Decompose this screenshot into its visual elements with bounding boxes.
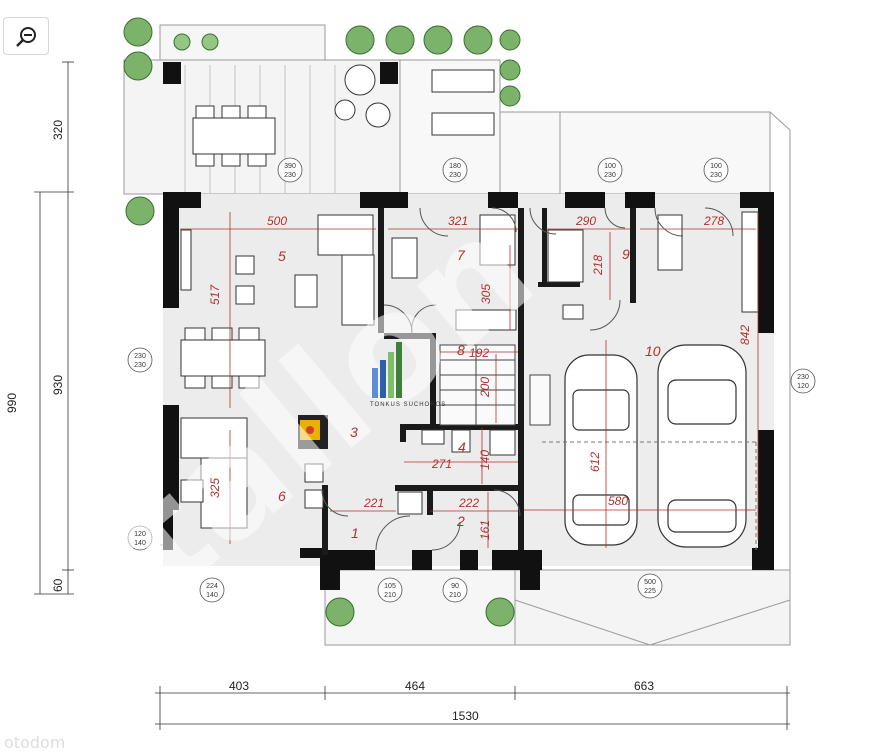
brand-logo xyxy=(372,342,402,398)
room-label: 2 xyxy=(456,513,465,529)
outer-dim-label: 930 xyxy=(51,375,65,395)
dim-label: 500 xyxy=(267,214,287,228)
bistro-set xyxy=(334,64,391,128)
dim-label: 222 xyxy=(458,496,479,510)
zoom-out-button[interactable] xyxy=(3,17,49,55)
room-label: 4 xyxy=(458,439,466,455)
outer-dim-label: 990 xyxy=(5,393,19,413)
svg-text:120: 120 xyxy=(134,531,146,538)
dim-label: 192 xyxy=(469,346,489,360)
walls xyxy=(163,62,774,590)
dim-label: 161 xyxy=(478,520,492,540)
svg-text:225: 225 xyxy=(644,588,656,595)
room-label: 3 xyxy=(350,424,358,440)
outer-dim-label: 320 xyxy=(51,120,65,140)
dim-label: 321 xyxy=(448,214,468,228)
dim-label: 140 xyxy=(478,450,492,470)
svg-text:105: 105 xyxy=(384,583,396,590)
svg-text:230: 230 xyxy=(710,172,722,179)
corner-watermark: otodom xyxy=(4,733,65,752)
svg-text:180: 180 xyxy=(449,163,461,170)
dim-label: 842 xyxy=(738,325,752,345)
dim-label: 278 xyxy=(703,214,724,228)
dim-label: 517 xyxy=(208,284,222,305)
svg-text:140: 140 xyxy=(134,540,146,547)
dim-label: 218 xyxy=(591,255,605,276)
dim-label: 221 xyxy=(363,496,384,510)
outer-dim-label: 60 xyxy=(51,578,65,592)
room-label: 6 xyxy=(278,488,286,504)
outdoor-dining-table xyxy=(192,105,276,167)
svg-text:140: 140 xyxy=(206,592,218,599)
door-swings xyxy=(321,207,734,551)
zoom-out-icon xyxy=(16,27,36,47)
room-label: 8 xyxy=(457,342,465,358)
car-icons xyxy=(564,344,747,548)
brand-text: TONKUS SUCHOROS xyxy=(370,402,446,408)
room-label: 5 xyxy=(278,248,286,264)
dim-label: 580 xyxy=(608,494,628,508)
staircase xyxy=(439,344,551,426)
outer-dim-label: 464 xyxy=(405,679,425,693)
dim-label: 271 xyxy=(431,457,452,471)
outer-dim-label: 1530 xyxy=(452,709,479,723)
svg-text:230: 230 xyxy=(284,172,296,179)
inner-dim-lines xyxy=(180,212,759,548)
outer-dim-lines xyxy=(34,61,790,730)
svg-text:90: 90 xyxy=(451,583,459,590)
room-label: 7 xyxy=(457,247,466,263)
svg-text:230: 230 xyxy=(797,374,809,381)
svg-text:210: 210 xyxy=(384,592,396,599)
outer-dim-label: 663 xyxy=(634,679,654,693)
svg-text:100: 100 xyxy=(604,163,616,170)
svg-text:120: 120 xyxy=(797,383,809,390)
room-label: 10 xyxy=(645,343,661,359)
svg-text:100: 100 xyxy=(710,163,722,170)
svg-text:390: 390 xyxy=(284,163,296,170)
interior-furniture xyxy=(180,211,759,529)
dim-label: 305 xyxy=(479,284,493,304)
svg-text:230: 230 xyxy=(449,172,461,179)
svg-text:210: 210 xyxy=(449,592,461,599)
svg-text:500: 500 xyxy=(644,579,656,586)
dim-label: 200 xyxy=(478,377,492,398)
svg-text:224: 224 xyxy=(206,583,218,590)
dim-label: 612 xyxy=(588,452,602,472)
svg-text:230: 230 xyxy=(134,353,146,360)
dim-label: 290 xyxy=(575,214,596,228)
room-label: 9 xyxy=(622,246,630,262)
svg-text:230: 230 xyxy=(134,362,146,369)
svg-text:230: 230 xyxy=(604,172,616,179)
dim-label: 325 xyxy=(208,478,222,498)
sun-loungers xyxy=(431,69,495,136)
outer-dim-label: 403 xyxy=(229,679,249,693)
plant-icons xyxy=(123,17,521,627)
room-label: 1 xyxy=(351,525,359,541)
opening-markers xyxy=(127,157,816,603)
